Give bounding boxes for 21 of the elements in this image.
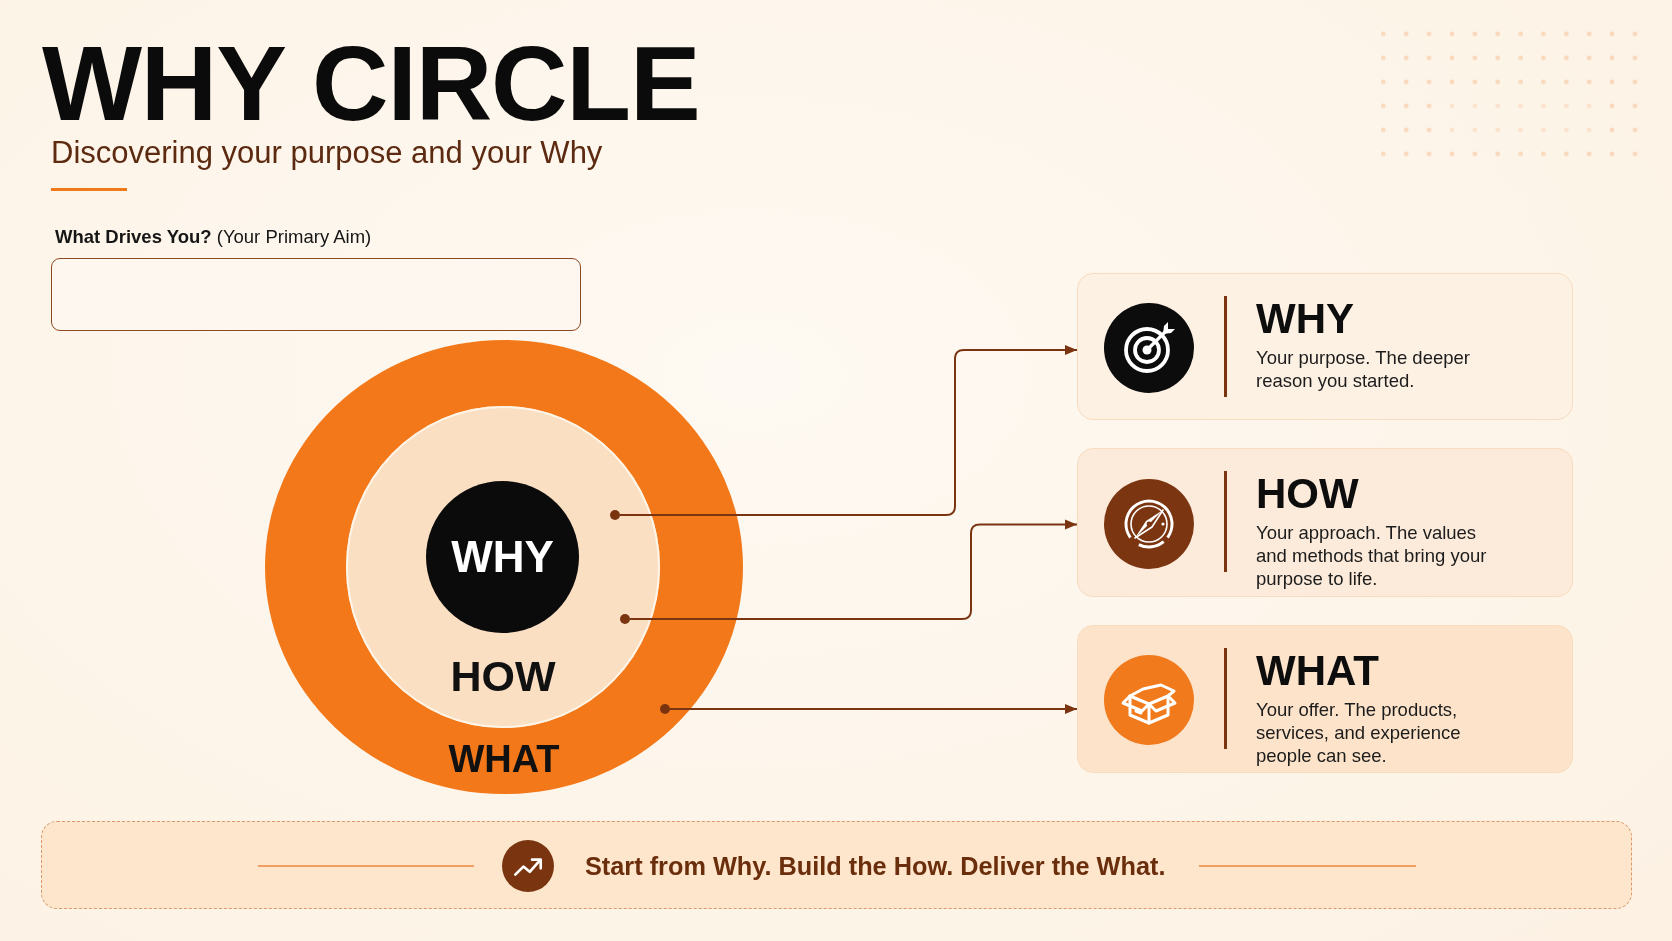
ring-label: WHAT	[448, 739, 560, 778]
connector-dot	[620, 614, 630, 624]
ring-label: HOW	[450, 655, 556, 698]
connector-dot	[610, 510, 620, 520]
subtitle: Discovering your purpose and your Why	[51, 137, 603, 168]
card-heading: WHY	[1256, 298, 1354, 340]
card-heading: HOW	[1256, 473, 1359, 515]
connector-dot	[660, 704, 670, 714]
title: WHY CIRCLE	[42, 30, 700, 136]
info-card	[1077, 448, 1573, 597]
ring-label: WHY	[451, 534, 554, 579]
card-description: Your purpose. The deeper reason you started.	[1256, 345, 1471, 393]
info-card	[1077, 273, 1573, 420]
field-label: What Drives You? (Your Primary Aim)	[55, 228, 372, 247]
arrow	[619, 345, 1078, 516]
info-card	[1077, 625, 1573, 773]
banner-text: Start from Why. Build the How. Deliver the What.	[585, 853, 1166, 879]
card-description: Your approach. The values and methods that bring your purpose to life.	[1256, 520, 1488, 591]
banner	[41, 821, 1632, 909]
card-description: Your offer. The products, services, and experience people can see.	[1256, 697, 1462, 768]
card-heading: WHAT	[1256, 650, 1379, 692]
